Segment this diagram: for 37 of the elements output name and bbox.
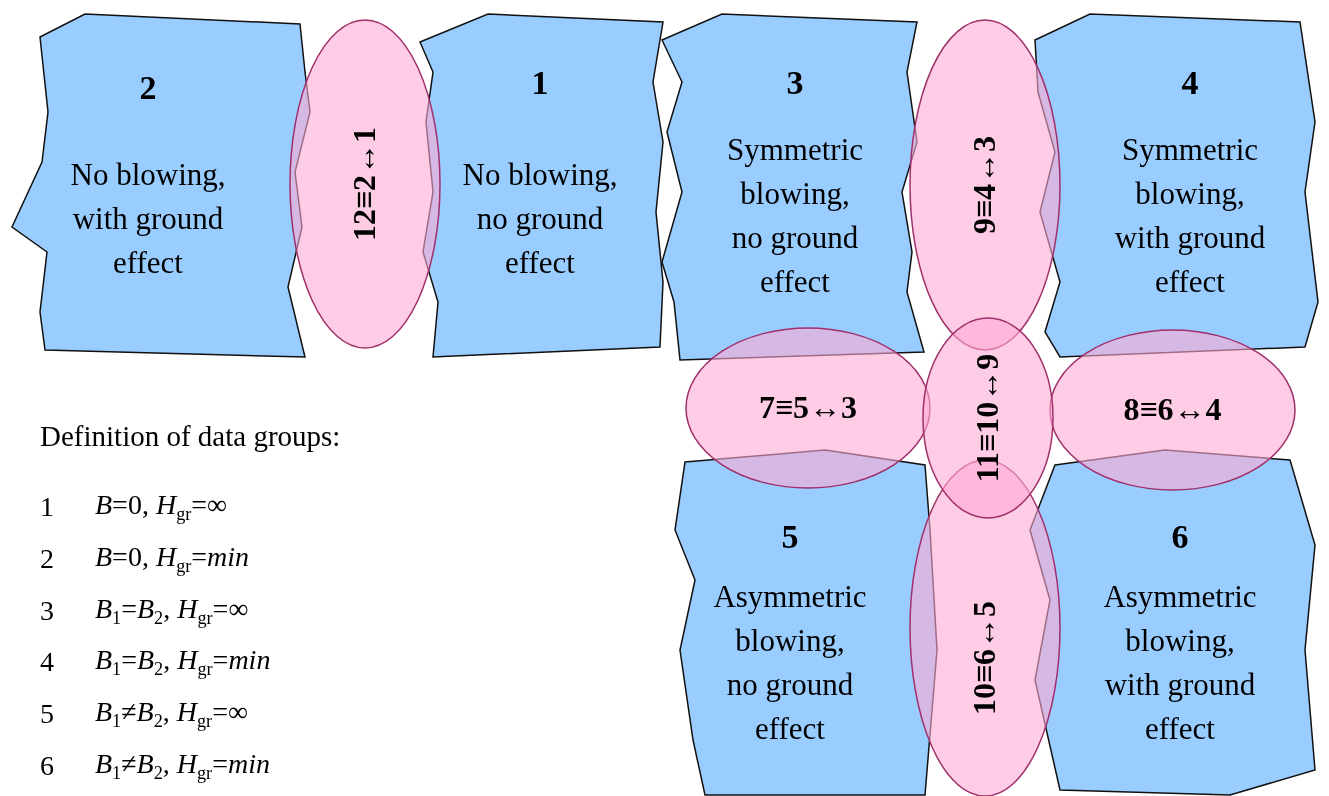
group-description: Symmetric blowing, no ground effect <box>725 131 864 301</box>
group-definition: B=0, H$_{gr}$=min <box>95 541 250 577</box>
overlap-ellipse <box>1050 330 1295 490</box>
group-number: 5 <box>781 517 799 557</box>
group-description: No blowing, with ground effect <box>69 156 227 282</box>
overlap-ellipse <box>923 318 1053 518</box>
group-number: 1 <box>40 491 54 523</box>
group-definition: B$_{1}$≠B$_{2}$, H$_{gr}$=min <box>95 748 270 784</box>
group-description: Symmetric blowing, with ground effect <box>1113 131 1267 301</box>
group-description: No blowing, no ground effect <box>461 156 619 282</box>
group-panel <box>418 12 665 360</box>
legend-heading: Definition of data groups: <box>40 421 341 453</box>
group-number: 3 <box>786 63 804 103</box>
group-number: 6 <box>1171 517 1189 557</box>
group-number: 4 <box>1181 63 1199 103</box>
group-number: 4 <box>40 647 54 678</box>
overlap-label: 10≡6↔5 <box>967 600 1003 716</box>
group-definition: B$_{1}$=B$_{2}$, H$_{gr}$=∞ <box>95 593 249 628</box>
group-number: 3 <box>40 595 54 626</box>
overlap-label: 7≡5↔3 <box>758 390 858 426</box>
group-description: Asymmetric blowing, with ground effect <box>1102 578 1258 748</box>
group-panel <box>675 450 940 796</box>
group-definition: B$_{1}$≠B$_{2}$, H$_{gr}$=∞ <box>95 696 248 732</box>
group-panel <box>662 12 925 362</box>
group-definition: B$_{1}$=B$_{2}$, H$_{gr}$=min <box>95 645 271 680</box>
overlap-label: 12≡2↔1 <box>347 126 383 242</box>
group-number: 2 <box>139 68 157 108</box>
group-description: Asymmetric blowing, no ground effect <box>712 578 868 748</box>
overlap-label: 11≡10↔9 <box>970 353 1006 483</box>
group-number: 5 <box>40 698 54 730</box>
overlap-label: 9≡4↔3 <box>967 135 1003 235</box>
group-number: 1 <box>531 63 549 103</box>
group-number: 6 <box>40 750 54 782</box>
overlap-label: 8≡6↔4 <box>1123 392 1222 428</box>
overlap-ellipse <box>290 20 440 348</box>
group-number: 2 <box>40 543 54 575</box>
group-definition: B=0, H$_{gr}$=∞ <box>95 489 228 525</box>
